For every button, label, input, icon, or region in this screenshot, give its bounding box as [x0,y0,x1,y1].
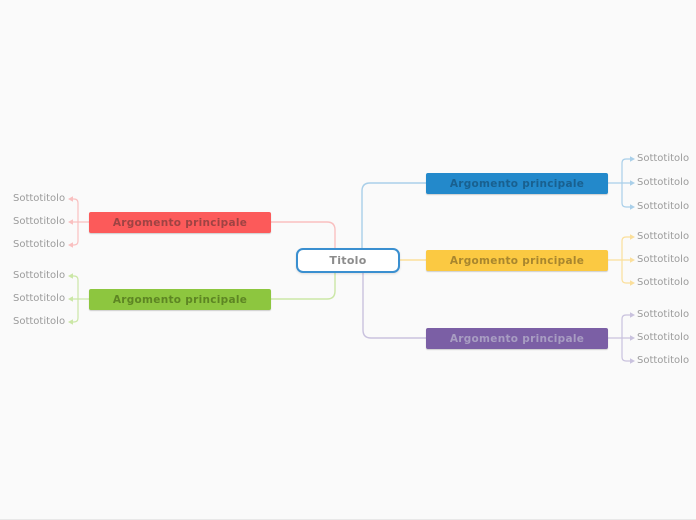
subtopic-links-green [68,273,90,325]
subtopic-links-red [68,196,90,248]
subtopic[interactable]: Sottotitolo [13,270,66,281]
connector-arrow [630,156,635,162]
connector-arrow [68,196,73,202]
connector-arrow [68,273,73,279]
connector-line [621,236,631,261]
connector-line [270,270,336,300]
connector-arrow [630,358,635,364]
connector-arrow [630,204,635,210]
subtopic-links-purple [606,312,635,364]
connector-line [361,182,427,250]
topic-red[interactable]: Argomento principale [89,212,271,233]
subtopic[interactable]: Sottotitolo [637,254,690,265]
connector-line [72,298,79,323]
connector-line [72,275,79,300]
connector-arrow [630,234,635,240]
subtopic[interactable]: Sottotitolo [637,177,690,188]
subtopic[interactable]: Sottotitolo [637,277,690,288]
connector-line [362,270,427,339]
subtopic[interactable]: Sottotitolo [637,231,690,242]
subtopic[interactable]: Sottotitolo [637,309,690,320]
subtopic[interactable]: Sottotitolo [637,355,690,366]
subtopic[interactable]: Sottotitolo [637,201,690,212]
connector-arrow [68,242,73,248]
subtopic[interactable]: Sottotitolo [637,332,690,343]
subtopic[interactable]: Sottotitolo [13,239,66,250]
topic-purple[interactable]: Argomento principale [426,328,608,349]
subtopic[interactable]: Sottotitolo [13,316,66,327]
connector-arrow [68,319,73,325]
connector-line [621,337,631,362]
topic-green[interactable]: Argomento principale [89,289,271,310]
connector-line [621,259,631,284]
connector-arrow [630,180,635,186]
subtopic[interactable]: Sottotitolo [13,216,66,227]
connector-arrow [630,335,635,341]
subtopic[interactable]: Sottotitolo [13,293,66,304]
connector-arrow [68,296,73,302]
connector-line [621,182,631,208]
connector-line [270,221,336,250]
connector-arrow [630,280,635,286]
connector-arrow [630,312,635,318]
subtopic[interactable]: Sottotitolo [13,193,66,204]
connector-arrow [68,219,73,225]
connector-line [621,158,631,184]
root-topic[interactable]: Titolo [296,248,400,273]
topic-blue[interactable]: Argomento principale [426,173,608,194]
connector-line [72,198,79,223]
subtopic-links-blue [606,156,635,210]
subtopic[interactable]: Sottotitolo [637,153,690,164]
connector-line [72,221,79,246]
topic-yellow[interactable]: Argomento principale [426,250,608,271]
connector-arrow [630,257,635,263]
connector-line [621,314,631,339]
subtopic-links-yellow [606,234,635,286]
